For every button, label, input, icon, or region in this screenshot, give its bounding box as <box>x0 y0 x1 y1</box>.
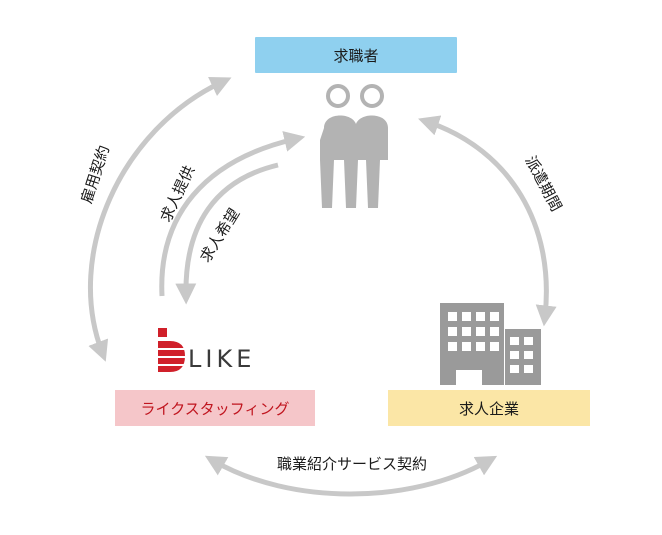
job-request-arrow <box>175 162 279 305</box>
placement-contract-label: 職業紹介サービス契約 <box>277 455 427 473</box>
employment-contract-label: 雇用契約 <box>77 143 113 206</box>
job-seeker-label: 求職者 <box>333 46 379 65</box>
staffing-company-box: ライクスタッフィング <box>115 390 315 426</box>
hiring-company-label: 求人企業 <box>458 399 519 418</box>
job-seeker-box: 求職者 <box>255 37 457 73</box>
building-icon <box>440 303 541 385</box>
staffing-company-label: ライクスタッフィング <box>140 399 290 418</box>
placement-contract-arrow <box>204 455 498 497</box>
employment-contract-arrow <box>87 76 232 362</box>
job-offer-arrow <box>159 131 306 297</box>
like-logo-word: LIKE <box>188 345 256 373</box>
people-icon <box>320 84 388 208</box>
like-logo-icon <box>158 328 186 372</box>
hiring-company-box: 求人企業 <box>388 390 590 426</box>
dispatch-period-arrow <box>418 115 557 327</box>
